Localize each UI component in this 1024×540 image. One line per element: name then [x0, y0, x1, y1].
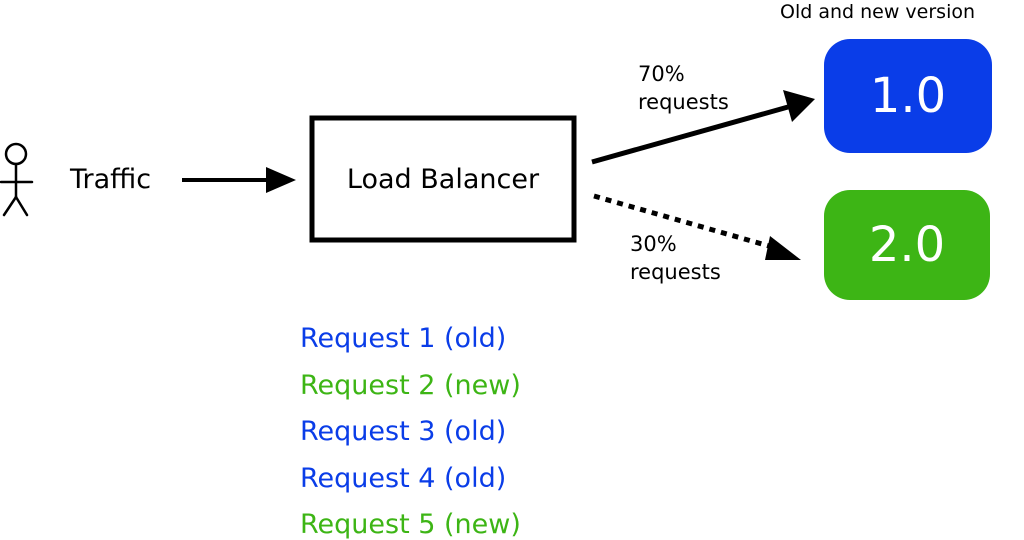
request-list: Request 1 (old) Request 2 (new) Request … — [300, 316, 521, 540]
traffic-arrow — [182, 167, 296, 193]
route-arrow-old — [591, 90, 815, 165]
route-percent-new: 30% — [630, 232, 677, 256]
request-item: Request 3 (old) — [300, 416, 507, 447]
route-percent-old: 70% — [638, 62, 685, 86]
request-item: Request 2 (new) — [300, 369, 521, 401]
version-box-old: 1.0 — [824, 39, 992, 153]
route-unit-new: requests — [630, 260, 721, 284]
route-arrow-new — [593, 193, 801, 260]
request-item: Request 5 (new) — [300, 509, 521, 540]
request-item: Request 1 (old) — [300, 323, 507, 354]
version-box-new: 2.0 — [824, 190, 990, 300]
version-label-new: 2.0 — [868, 217, 946, 273]
diagram-title: Old and new version — [780, 1, 976, 23]
person-icon — [0, 142, 34, 217]
route-label-new: 30% requests — [630, 230, 721, 286]
load-balancer-box — [309, 115, 577, 243]
load-balancer-label: Load Balancer — [346, 163, 540, 195]
traffic-label: Traffic — [70, 164, 152, 195]
route-unit-old: requests — [638, 90, 729, 114]
request-item: Request 4 (old) — [300, 462, 507, 494]
version-label-old: 1.0 — [869, 68, 947, 124]
route-label-old: 70% requests — [638, 60, 729, 116]
